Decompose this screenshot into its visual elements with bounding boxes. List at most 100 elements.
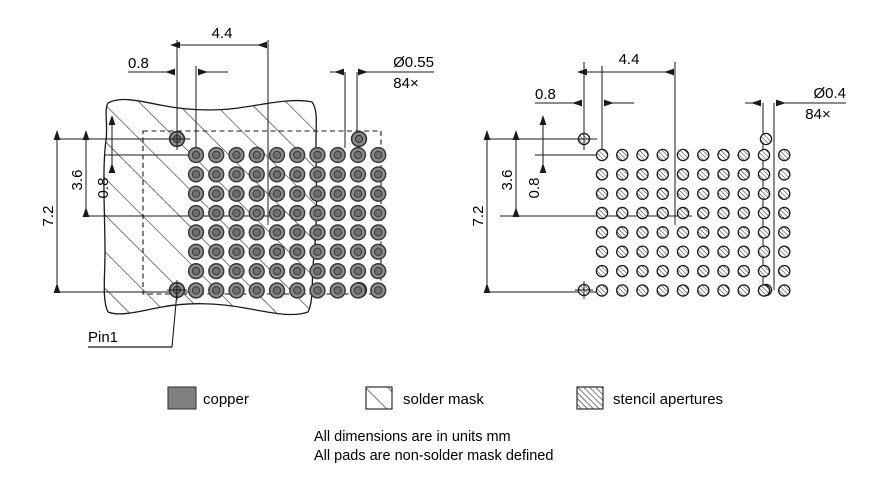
copper-pad <box>228 243 245 260</box>
stencil-aperture <box>656 148 670 162</box>
copper-pad <box>329 204 346 222</box>
stencil-aperture <box>616 284 629 297</box>
legend-item-stencil-apertures: stencil apertures <box>576 386 723 410</box>
dim-label-7p2-stencil: 7.2 <box>470 206 487 227</box>
legend-swatch-solder-mask <box>365 386 393 410</box>
stencil-aperture <box>717 284 730 297</box>
copper-pad <box>187 224 205 241</box>
copper-pad <box>228 224 245 241</box>
stencil-aperture <box>757 226 771 239</box>
legend-label-copper: copper <box>203 391 249 408</box>
copper-pad <box>208 146 225 164</box>
dim-label-0p8-left-stencil: 0.8 <box>526 178 543 199</box>
stencil-aperture <box>737 148 751 162</box>
copper-pad <box>370 282 387 299</box>
copper-pad <box>289 185 306 202</box>
copper-pad <box>370 185 387 202</box>
stencil-aperture <box>676 264 690 278</box>
copper-pad <box>289 166 306 183</box>
stencil-aperture <box>676 226 690 239</box>
stencil-aperture <box>697 264 710 278</box>
copper-pad <box>289 282 306 299</box>
stencil-aperture <box>778 168 791 181</box>
stencil-aperture <box>656 284 670 297</box>
stencil-aperture <box>737 206 751 220</box>
stencil-aperture <box>757 187 771 200</box>
copper-pad <box>248 243 265 260</box>
note-line-2: All pads are non-solder mask defined <box>314 448 553 464</box>
stencil-aperture <box>757 264 771 278</box>
stencil-aperture <box>616 206 629 220</box>
stencil-aperture <box>636 148 649 162</box>
copper-pad <box>289 204 306 222</box>
stencil-aperture <box>737 245 751 258</box>
copper-pad <box>349 282 367 299</box>
copper-pad <box>187 243 205 260</box>
stencil-aperture <box>717 148 730 162</box>
copper-pad <box>208 282 225 299</box>
copper-pad <box>329 224 346 241</box>
copper-pad-array <box>187 146 387 299</box>
stencil-aperture <box>636 187 649 200</box>
stencil-aperture <box>676 245 690 258</box>
stencil-aperture <box>595 264 609 278</box>
copper-pad <box>370 224 387 241</box>
fiducial-aperture <box>759 132 773 146</box>
copper-pad <box>309 146 326 164</box>
stencil-aperture <box>676 168 690 181</box>
stencil-aperture <box>616 168 629 181</box>
stencil-aperture <box>636 206 649 220</box>
stencil-aperture <box>595 226 609 239</box>
copper-pad <box>208 185 225 202</box>
solder-mask-body <box>103 98 318 316</box>
fiducial-pad <box>350 130 368 148</box>
stencil-aperture <box>636 284 649 297</box>
stencil-aperture <box>697 206 710 220</box>
dim-aperture-diameter: Ø0.4 84× <box>745 85 846 290</box>
copper-pad <box>208 224 225 241</box>
copper-pad <box>248 185 265 202</box>
copper-pad <box>329 262 346 280</box>
copper-pad <box>228 282 245 299</box>
copper-pad <box>289 146 306 164</box>
stencil-aperture <box>616 264 629 278</box>
stencil-aperture <box>595 187 609 200</box>
stencil-aperture <box>778 245 791 258</box>
stencil-aperture <box>616 148 629 162</box>
stencil-aperture <box>717 168 730 181</box>
stencil-aperture <box>717 187 730 200</box>
copper-pad <box>208 166 225 183</box>
notes-block: All dimensions are in units mm All pads … <box>314 429 553 464</box>
pin1-callout: Pin1 <box>88 291 178 348</box>
copper-pad <box>289 243 306 260</box>
copper-pad <box>329 166 346 183</box>
stencil-aperture <box>656 168 670 181</box>
copper-pad <box>187 146 205 164</box>
stencil-aperture <box>656 206 670 220</box>
stencil-aperture <box>697 148 710 162</box>
stencil-aperture <box>697 284 710 297</box>
dim-label-7p2: 7.2 <box>40 206 57 227</box>
copper-pad <box>309 243 326 260</box>
copper-pad <box>309 166 326 183</box>
copper-pad <box>268 282 286 299</box>
legend-swatch-stencil-apertures <box>576 386 604 410</box>
copper-pad <box>248 224 265 241</box>
copper-pad <box>349 224 367 241</box>
fiducial-pad <box>167 129 187 149</box>
copper-pad <box>349 185 367 202</box>
stencil-aperture <box>757 148 771 162</box>
dim-label-aperture-diameter: Ø0.4 <box>813 85 846 102</box>
stencil-aperture <box>778 264 791 278</box>
stencil-aperture <box>717 245 730 258</box>
dim-label-4p4-top: 4.4 <box>212 25 233 42</box>
copper-pad <box>268 262 286 280</box>
copper-pad <box>228 146 245 164</box>
stencil-aperture <box>656 187 670 200</box>
copper-pad <box>349 166 367 183</box>
copper-pad <box>329 185 346 202</box>
copper-pad <box>370 166 387 183</box>
dim-label-3p6: 3.6 <box>69 170 86 191</box>
dim-label-0p8-top-stencil: 0.8 <box>535 86 556 103</box>
